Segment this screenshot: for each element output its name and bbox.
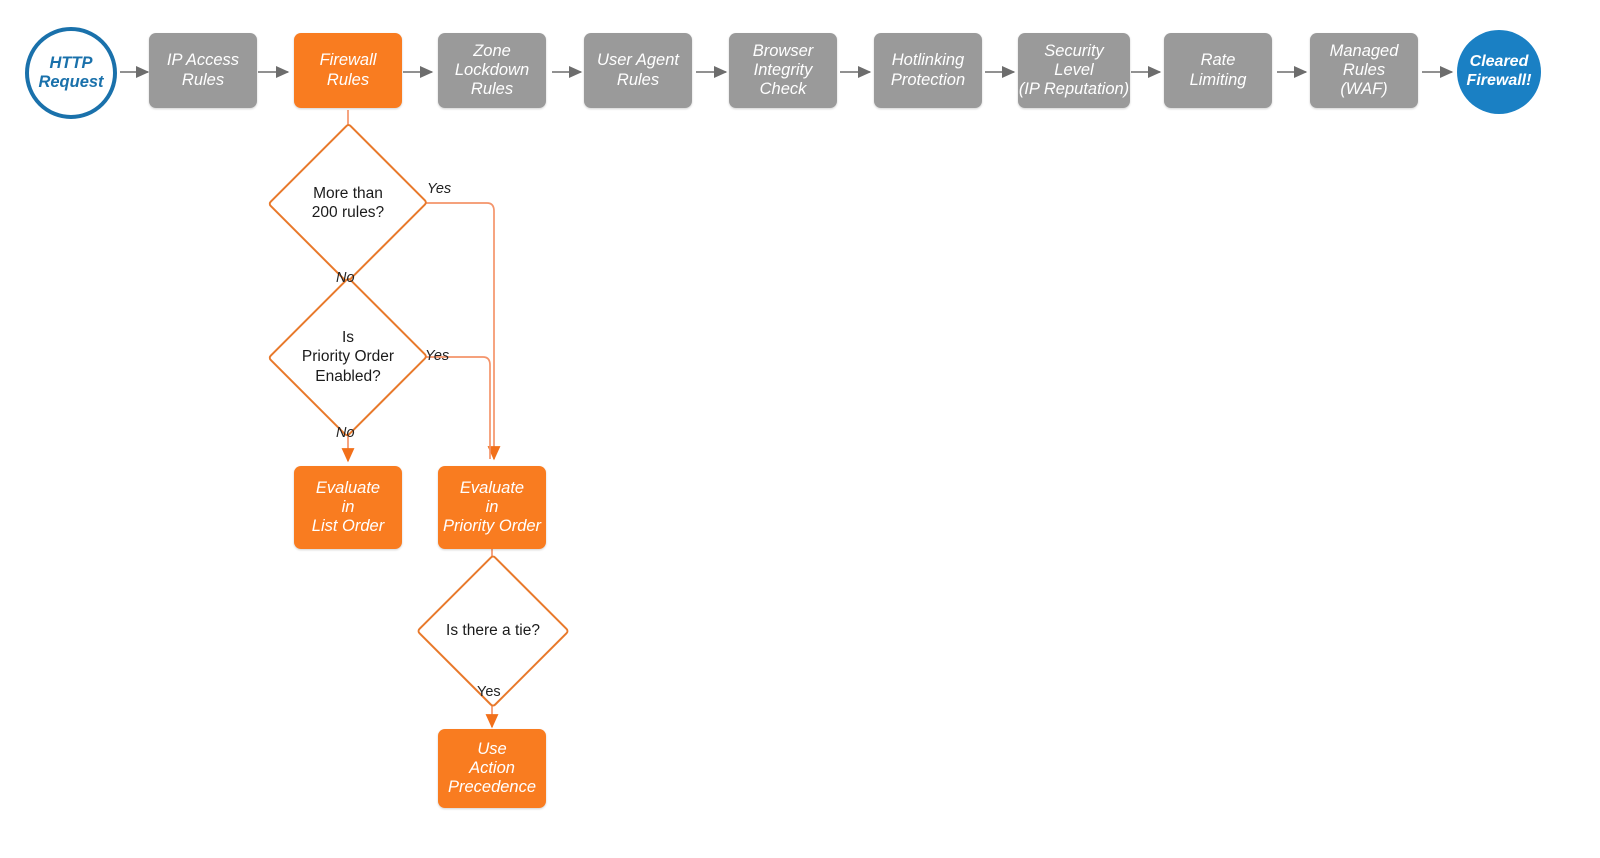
edge-label-yes-tie: Yes bbox=[477, 684, 501, 700]
node-ip-access-rules[interactable]: IP Access Rules bbox=[149, 33, 257, 108]
decision-is-there-a-tie[interactable]: Is there a tie? bbox=[416, 554, 570, 708]
node-security-level[interactable]: Security Level (IP Reputation) bbox=[1018, 33, 1130, 108]
node-cleared-firewall-label: Cleared Firewall! bbox=[1466, 53, 1532, 89]
node-evaluate-in-list-order[interactable]: Evaluate in List Order bbox=[294, 466, 402, 549]
decision-priority-order-enabled[interactable]: Is Priority Order Enabled? bbox=[267, 276, 429, 438]
node-use-action-precedence-label: Use Action Precedence bbox=[447, 739, 537, 797]
edge-label-yes-more-than-200: Yes bbox=[427, 181, 452, 197]
node-zone-lockdown-rules[interactable]: Zone Lockdown Rules bbox=[438, 33, 546, 108]
node-evaluate-in-priority-order-label: Evaluate in Priority Order bbox=[442, 478, 542, 536]
edge-label-yes-priority-order: Yes bbox=[425, 348, 450, 364]
node-zone-lockdown-rules-label: Zone Lockdown Rules bbox=[454, 41, 530, 99]
decision-priority-order-enabled-label: Is Priority Order Enabled? bbox=[301, 328, 395, 385]
node-ip-access-rules-label: IP Access Rules bbox=[166, 51, 240, 89]
node-evaluate-in-list-order-label: Evaluate in List Order bbox=[311, 478, 385, 536]
decision-is-there-a-tie-label: Is there a tie? bbox=[446, 622, 540, 640]
node-cleared-firewall[interactable]: Cleared Firewall! bbox=[1457, 30, 1541, 114]
node-rate-limiting-label: Rate Limiting bbox=[1189, 51, 1247, 89]
node-rate-limiting[interactable]: Rate Limiting bbox=[1164, 33, 1272, 108]
node-firewall-rules-label: Firewall Rules bbox=[319, 51, 377, 89]
decision-more-than-200-rules[interactable]: More than 200 rules? bbox=[267, 122, 429, 284]
node-managed-rules-waf-label: Managed Rules (WAF) bbox=[1329, 41, 1399, 99]
edge-label-no-priority-order: No bbox=[336, 425, 355, 441]
edge-decision1-yes bbox=[417, 202, 501, 461]
node-evaluate-in-priority-order[interactable]: Evaluate in Priority Order bbox=[438, 466, 546, 549]
node-user-agent-rules-label: User Agent Rules bbox=[597, 51, 679, 89]
node-http-request[interactable]: HTTP Request bbox=[25, 27, 117, 119]
decision-more-than-200-rules-label: More than 200 rules? bbox=[311, 184, 385, 221]
node-security-level-label: Security Level (IP Reputation) bbox=[1018, 41, 1130, 99]
node-hotlinking-protection[interactable]: Hotlinking Protection bbox=[874, 33, 982, 108]
node-use-action-precedence[interactable]: Use Action Precedence bbox=[438, 729, 546, 808]
node-browser-integrity-check-label: Browser Integrity Check bbox=[752, 41, 814, 99]
edge-label-no-more-than-200: No bbox=[336, 270, 355, 286]
node-firewall-rules[interactable]: Firewall Rules bbox=[294, 33, 402, 108]
node-user-agent-rules[interactable]: User Agent Rules bbox=[584, 33, 692, 108]
node-http-request-label: HTTP Request bbox=[38, 53, 104, 91]
node-managed-rules-waf[interactable]: Managed Rules (WAF) bbox=[1310, 33, 1418, 108]
node-hotlinking-protection-label: Hotlinking Protection bbox=[890, 51, 966, 89]
node-browser-integrity-check[interactable]: Browser Integrity Check bbox=[729, 33, 837, 108]
